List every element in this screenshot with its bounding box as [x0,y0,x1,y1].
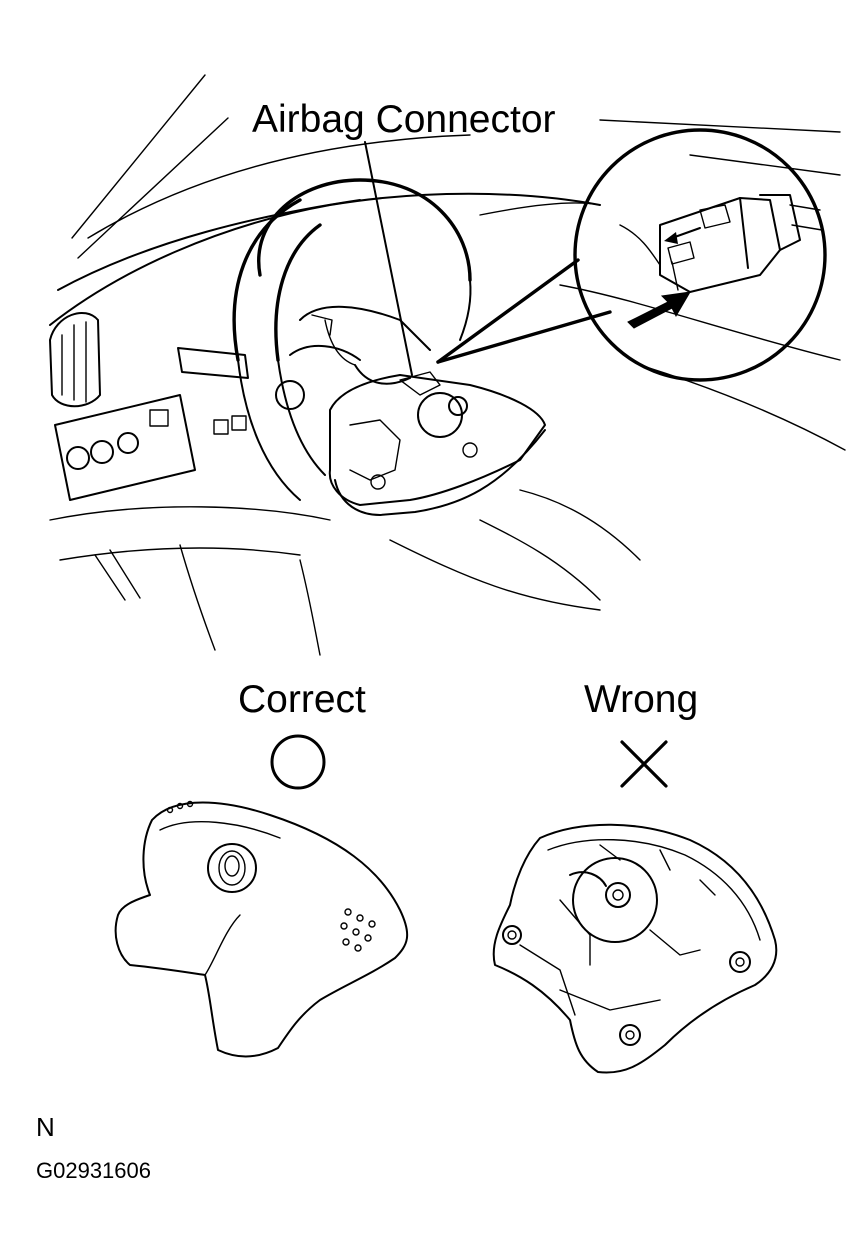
figure-code-label: G02931606 [36,1158,151,1183]
wrong-label: Wrong [584,678,699,721]
orientation-code-label: N [36,1112,55,1142]
correct-label: Correct [238,678,366,721]
connector-zoom-callout [436,128,827,382]
cross-mark-icon [620,740,668,788]
callout-leader-line [364,141,413,376]
airbag-connector-label: Airbag Connector [252,98,556,141]
dashboard-drawing [49,74,846,656]
airbag-pad-correct [114,800,409,1058]
airbag-pad-wrong [492,823,778,1074]
circle-mark-icon [270,734,326,790]
